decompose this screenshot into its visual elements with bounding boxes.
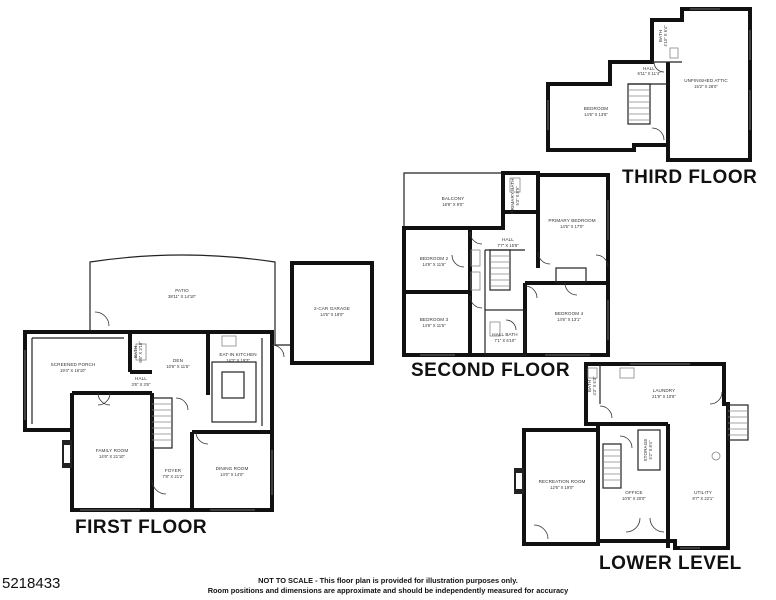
room-name-recreation-room: RECREATION ROOM xyxy=(539,479,586,484)
room-name-bedroom-4: BEDROOM 4 xyxy=(555,311,584,316)
room-name-bedroom-third: BEDROOM xyxy=(584,106,609,111)
room-name-garage: 2-CAR GARAGE xyxy=(314,306,350,311)
room-dim-recreation-room: 12'6" X 19'0" xyxy=(550,485,574,490)
room-dim-hall-second: 7'7" X 15'8" xyxy=(497,243,519,248)
room-name-foyer: FOYER xyxy=(165,468,182,473)
listing-id: 5218433 xyxy=(2,575,61,592)
room-name-patio: PATIO xyxy=(175,288,189,293)
room-dim-bedroom-4: 14'6" X 13'1" xyxy=(557,317,581,322)
room-name-hall-third: HALL xyxy=(643,66,655,71)
room-name-hall-bath: HALL BATH xyxy=(492,332,517,337)
room-name-hall-second: HALL xyxy=(502,237,514,242)
room-dim-dining-room: 14'0" X 14'0" xyxy=(220,472,244,477)
floor-title-lower: LOWER LEVEL xyxy=(599,553,742,574)
room-dim-patio: 38'11" X 14'10" xyxy=(168,294,197,299)
floor-title-third: THIRD FLOOR xyxy=(622,167,757,188)
room-name-bedroom-2: BEDROOM 2 xyxy=(420,256,449,261)
first-floor-plan xyxy=(23,254,374,512)
room-dim-kitchen: 14'3" X 19'3" xyxy=(226,358,250,363)
floor-title-first: FIRST FLOOR xyxy=(75,517,207,538)
room-dim-hall-third: 6'11" X 11'4" xyxy=(637,71,661,76)
disclaimer-line-2: Room positions and dimensions are approx… xyxy=(207,586,569,595)
room-dim-bedroom-3: 14'6" X 11'5" xyxy=(422,323,446,328)
room-name-family-room: FAMILY ROOM xyxy=(96,448,129,453)
room-name-primary-bath: PRIMARY BATH xyxy=(510,178,515,213)
room-dim-balcony: 18'8" X 9'0" xyxy=(442,202,464,207)
room-name-dining-room: DINING ROOM xyxy=(216,466,249,471)
room-dim-utility: 9'7" X 22'1" xyxy=(692,496,714,501)
room-dim-office: 10'8" X 20'0" xyxy=(622,496,646,501)
room-dim-den: 10'6" X 11'5" xyxy=(166,364,190,369)
room-dim-hall-first: 3'6" X 3'6" xyxy=(131,382,151,387)
room-name-kitchen: EAT-IN KITCHEN xyxy=(219,352,256,357)
room-name-balcony: BALCONY xyxy=(442,196,465,201)
room-name-utility: UTILITY xyxy=(694,490,712,495)
room-name-screened-porch: SCREENED PORCH xyxy=(51,362,96,367)
room-dim-bath-third: 4'10" X 6'4" xyxy=(663,25,668,47)
room-name-bedroom-3: BEDROOM 3 xyxy=(420,317,449,322)
room-dim-screened-porch: 19'4" X 16'10" xyxy=(60,368,87,373)
room-dim-bath-first: 6'6" X 3'10" xyxy=(138,341,143,363)
room-dim-bedroom-third: 14'6" X 13'8" xyxy=(584,112,608,117)
disclaimer-line-1: NOT TO SCALE - This floor plan is provid… xyxy=(258,576,518,585)
room-dim-bath-lower: 4'3" X 6'3" xyxy=(592,376,597,396)
room-name-primary-bedroom: PRIMARY BEDROOM xyxy=(548,218,595,223)
room-dim-attic: 15'2" X 28'0" xyxy=(694,84,718,89)
room-dim-bedroom-2: 14'6" X 11'6" xyxy=(422,262,446,267)
room-name-bath-lower: BATH xyxy=(587,380,592,392)
room-name-den: DEN xyxy=(173,358,183,363)
room-dim-primary-bedroom: 14'5" X 17'0" xyxy=(560,224,584,229)
floor-title-second: SECOND FLOOR xyxy=(411,360,570,381)
room-name-laundry: LAUNDRY xyxy=(653,388,676,393)
third-floor-plan xyxy=(546,7,752,162)
second-floor-plan xyxy=(402,171,610,357)
room-dim-garage: 14'5" X 18'0" xyxy=(320,312,344,317)
room-name-hall-first: HALL xyxy=(135,376,147,381)
room-name-office: OFFICE xyxy=(625,490,642,495)
room-name-bath-first: BATH xyxy=(133,346,138,358)
lower-level-plan xyxy=(514,362,749,550)
room-name-bath-third: BATH xyxy=(658,30,663,42)
room-dim-laundry: 21'9" X 10'8" xyxy=(652,394,676,399)
room-dim-hall-bath: 7'1" X 6'10" xyxy=(494,338,516,343)
room-dim-primary-bath: 5'3" X 8'9" xyxy=(515,186,520,206)
room-dim-storage: 5'2" X 8'4" xyxy=(648,440,653,460)
room-dim-foyer: 7'8" X 21'2" xyxy=(162,474,184,479)
room-name-storage: STORAGE xyxy=(643,438,648,461)
room-name-attic: UNFINISHED ATTIC xyxy=(684,78,728,83)
room-dim-family-room: 14'6" X 21'10" xyxy=(99,454,126,459)
